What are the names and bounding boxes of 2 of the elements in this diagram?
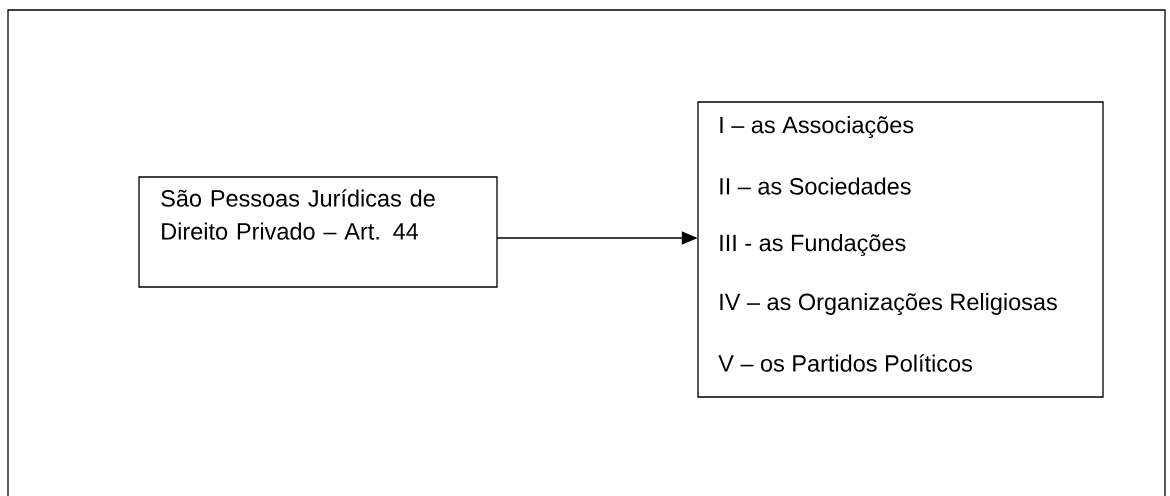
list-box: I – as Associações II – as Sociedades III - as Fundações IV – as Organizações Religiosas V – os Partidos Políticos (697, 101, 1104, 398)
text-box: São Pessoas Jurídicas de Direito Privado – Art. 44 (138, 176, 498, 288)
